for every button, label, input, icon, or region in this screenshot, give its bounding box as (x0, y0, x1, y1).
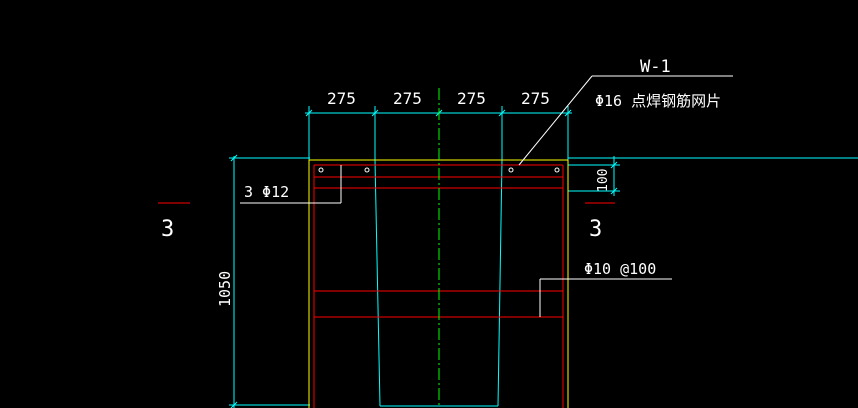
dimension-lines (229, 106, 858, 408)
rebar-dot (318, 167, 324, 173)
rebar-dot (364, 167, 370, 173)
section-label-right: 3 (589, 217, 602, 242)
mesh-leader-diagonal (518, 75, 593, 166)
rebar-dots (318, 167, 560, 173)
wall-taper-right (497, 159, 503, 407)
section-label-left: 3 (161, 217, 174, 242)
mesh-note: Φ16 点焊钢筋网片 (595, 92, 721, 110)
dim-tick (610, 187, 618, 195)
wall-taper-left (374, 159, 381, 407)
dim-tick (230, 154, 238, 162)
dim-tick (230, 401, 238, 408)
stirrup-note: Φ10 @100 (584, 260, 656, 278)
rebar-dot (508, 167, 514, 173)
dim-label-3: 275 (457, 89, 486, 108)
height-dimension-label: 1050 (216, 271, 234, 307)
labels: 275 275 275 275 W-1 Φ16 点焊钢筋网片 3 Φ12 Φ10… (161, 57, 721, 307)
leader-lines (240, 75, 733, 317)
cover-dimension-label: 100 (596, 169, 611, 192)
rebar-dot (554, 167, 560, 173)
dim-label-4: 275 (521, 89, 550, 108)
mark-label: W-1 (640, 57, 671, 77)
dim-tick (610, 161, 618, 169)
top-bar-note: 3 Φ12 (244, 183, 289, 201)
dim-label-2: 275 (393, 89, 422, 108)
dim-label-1: 275 (327, 89, 356, 108)
